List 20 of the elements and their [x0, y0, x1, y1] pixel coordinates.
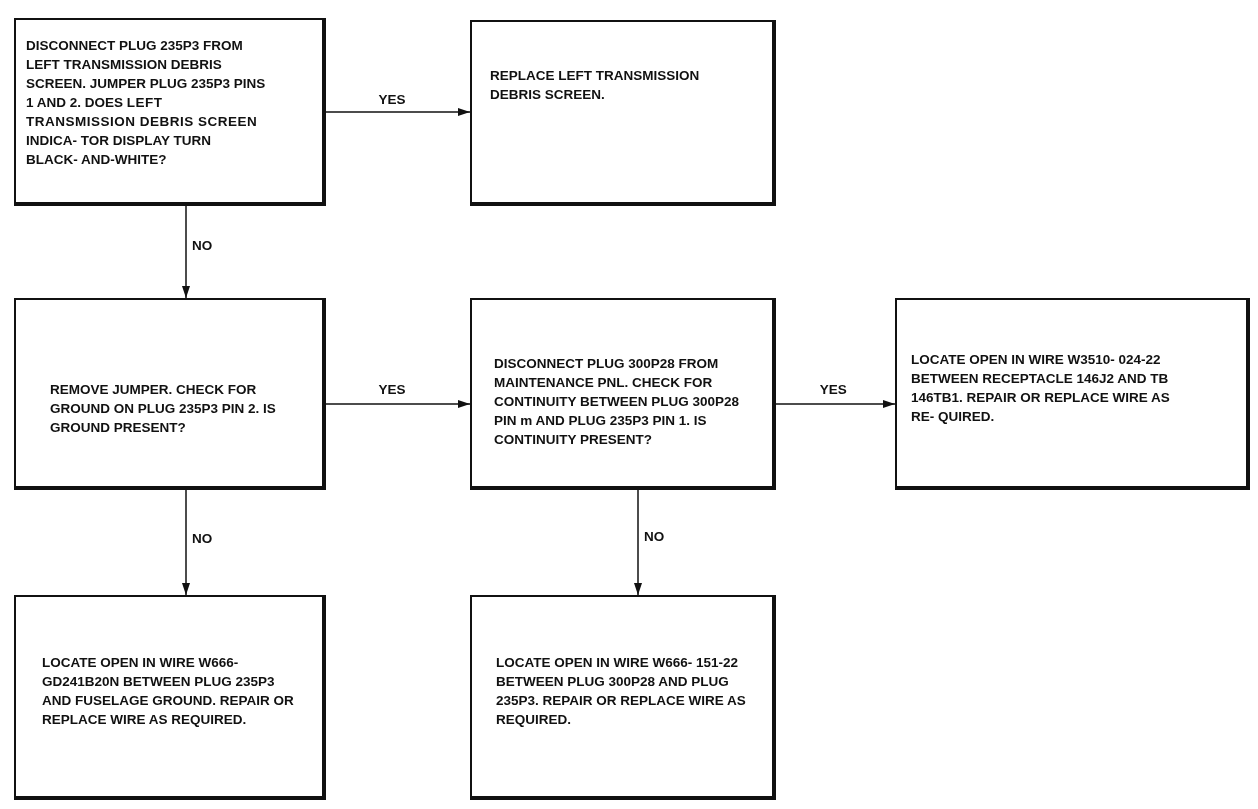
arrow — [775, 400, 896, 408]
process-box — [470, 298, 776, 490]
arrow — [182, 489, 190, 596]
arrow — [634, 489, 642, 596]
step-text: LOCATE OPEN IN WIRE W666- GD241B20N BETWEEN PLUG 235P3 AND FUSELAGE GROUND. REPAIR OR REPLACE WIRE AS REQUIRED. — [42, 654, 295, 729]
process-box — [14, 18, 326, 206]
step-text: DISCONNECT PLUG 235P3 FROM LEFT TRANSMISSION DEBRIS SCREEN. JUMPER PLUG 235P3 PINS 1 AND 2. DOES LEFT TRANSMISSION DEBRIS SCREEN INDICA- TOR DISPLAY TURN BLACK- AND-WHITE? — [26, 37, 266, 169]
step-text: REPLACE LEFT TRANSMISSION DEBRIS SCREEN. — [490, 67, 701, 104]
process-box — [14, 595, 326, 800]
step-text: DISCONNECT PLUG 300P28 FROM MAINTENANCE PNL. CHECK FOR CONTINUITY BETWEEN PLUG 300P28 PIN m AND PLUG 235P3 PIN 1. IS CONTINUITY PRESENT? — [494, 355, 741, 449]
arrow — [182, 205, 190, 299]
arrow — [325, 108, 471, 116]
step-text: REMOVE JUMPER. CHECK FOR GROUND ON PLUG 235P3 PIN 2. IS GROUND PRESENT? — [50, 381, 277, 437]
process-box — [14, 298, 326, 490]
arrow — [325, 400, 471, 408]
step-text: LOCATE OPEN IN WIRE W666- 151-22 BETWEEN PLUG 300P28 AND PLUG 235P3. REPAIR OR REPLACE WIRE AS REQUIRED. — [496, 654, 747, 729]
process-box — [470, 595, 776, 800]
process-box — [895, 298, 1250, 490]
step-text: LOCATE OPEN IN WIRE W3510- 024-22 BETWEEN RECEPTACLE 146J2 AND TB 146TB1. REPAIR OR REPLACE WIRE AS RE- QUIRED. — [911, 351, 1171, 426]
process-box — [470, 20, 776, 206]
